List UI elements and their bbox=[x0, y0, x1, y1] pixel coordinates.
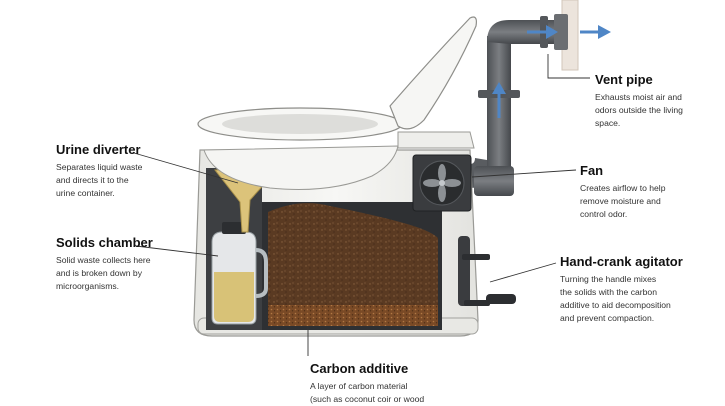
urine-container bbox=[211, 222, 268, 325]
description-line: remove moisture and bbox=[580, 196, 661, 206]
description-line: Solid waste collects here bbox=[56, 255, 151, 265]
callout-description: Solid waste collects here and is broken … bbox=[56, 254, 196, 293]
callout-urine-diverter: Urine diverter Separates liquid waste an… bbox=[56, 142, 196, 200]
toilet-lid bbox=[389, 16, 477, 130]
right-arrow-icon bbox=[546, 25, 558, 39]
callout-title: Urine diverter bbox=[56, 142, 141, 157]
description-line: Creates airflow to help bbox=[580, 183, 666, 193]
callout-solids-chamber: Solids chamber Solid waste collects here… bbox=[56, 235, 196, 293]
fan-icon bbox=[423, 164, 461, 202]
description-line: additive to aid decomposition bbox=[560, 300, 671, 310]
leader-lines bbox=[133, 54, 590, 356]
description-line: and prevent compaction. bbox=[560, 313, 655, 323]
compost-mass bbox=[268, 203, 438, 326]
description-line: Separates liquid waste bbox=[56, 162, 143, 172]
callout-description: Exhausts moist air and odors outside the… bbox=[595, 91, 720, 130]
description-line: control odor. bbox=[580, 209, 628, 219]
description-line: and is broken down by bbox=[56, 268, 142, 278]
description-line: microorganisms. bbox=[56, 281, 120, 291]
description-line: space. bbox=[595, 118, 621, 128]
leader-hand-crank bbox=[489, 262, 557, 283]
callout-carbon-additive: Carbon additive A layer of carbon materi… bbox=[310, 361, 510, 406]
hand-crank bbox=[458, 236, 516, 306]
callout-vent-pipe: Vent pipe Exhausts moist air and odors o… bbox=[595, 72, 720, 130]
callout-description: Turning the handle mixes the solids with… bbox=[560, 273, 720, 325]
description-line: urine container. bbox=[56, 188, 115, 198]
description-line: Turning the handle mixes bbox=[560, 274, 657, 284]
callout-title: Vent pipe bbox=[595, 72, 653, 87]
callout-description: Creates airflow to help remove moisture … bbox=[580, 182, 715, 221]
callout-title: Solids chamber bbox=[56, 235, 153, 250]
callout-hand-crank-agitator: Hand-crank agitator Turning the handle m… bbox=[560, 254, 720, 325]
callout-fan: Fan Creates airflow to help remove moist… bbox=[580, 163, 715, 221]
fan-unit bbox=[412, 154, 472, 212]
callout-description: Separates liquid waste and directs it to… bbox=[56, 161, 196, 200]
seat-and-bowl bbox=[197, 16, 477, 190]
callout-title: Fan bbox=[580, 163, 604, 178]
leader-urine-diverter bbox=[133, 152, 239, 184]
description-line: and directs it to the bbox=[56, 175, 129, 185]
description-line: Exhausts moist air and bbox=[595, 92, 682, 102]
callout-title: Carbon additive bbox=[310, 361, 409, 376]
leader-solids-chamber bbox=[135, 245, 219, 257]
right-arrow-icon bbox=[598, 25, 611, 39]
description-line: odors outside the living bbox=[595, 105, 683, 115]
leader-fan bbox=[471, 169, 577, 178]
airflow-arrows bbox=[492, 25, 611, 118]
callout-description: A layer of carbon material (such as coco… bbox=[310, 380, 510, 406]
leader-vent-pipe bbox=[547, 54, 590, 79]
carbon-layer bbox=[268, 305, 438, 326]
vent-pipe bbox=[462, 14, 568, 196]
description-line: the solids with the carbon bbox=[560, 287, 657, 297]
description-line: A layer of carbon material bbox=[310, 381, 408, 391]
callout-title: Hand-crank agitator bbox=[560, 254, 683, 269]
description-line: (such as coconut coir or wood bbox=[310, 394, 425, 404]
up-arrow-icon bbox=[492, 82, 506, 94]
